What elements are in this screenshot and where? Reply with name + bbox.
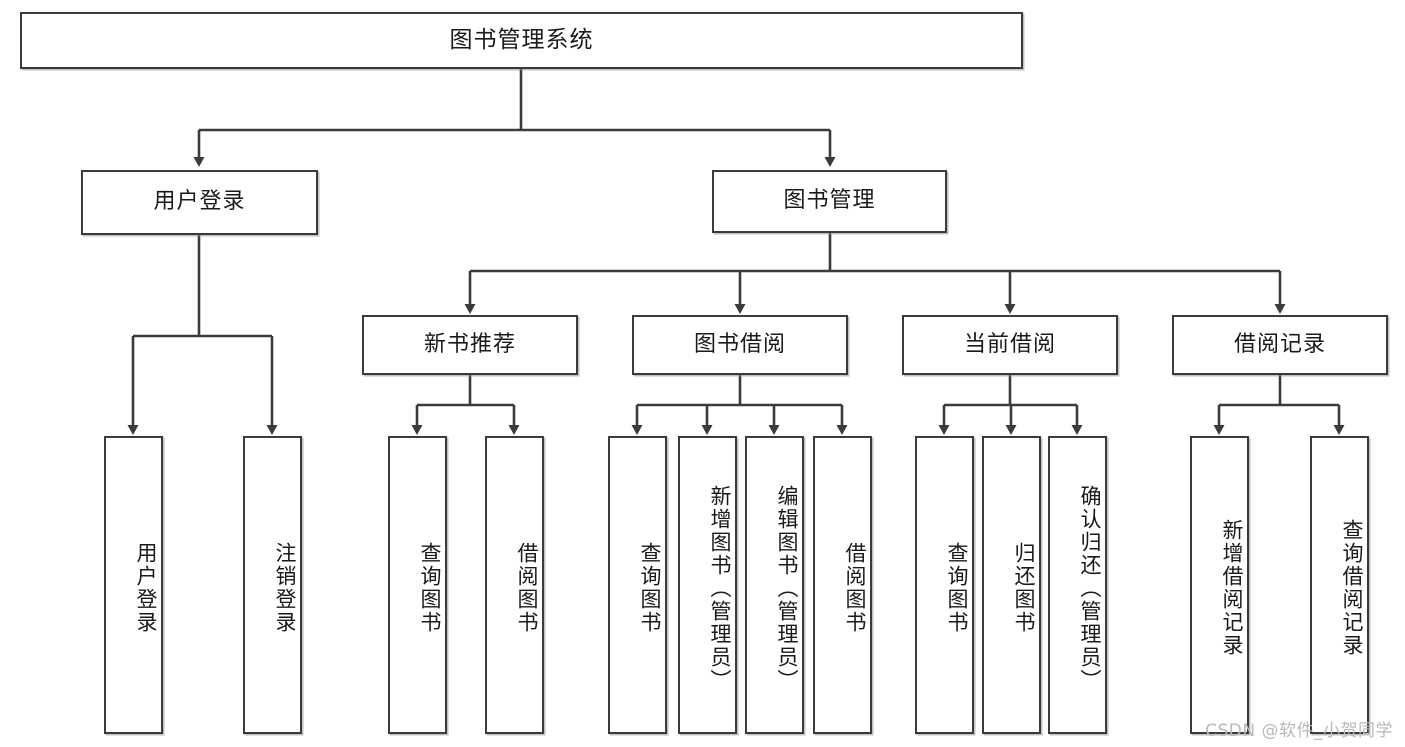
node-label: 编辑图书（管理员）: [775, 484, 799, 692]
node-label: 当前借阅: [963, 331, 1056, 357]
node-book-borrowing[interactable]: 图书借阅: [632, 315, 848, 375]
node-label: 归还图书: [1012, 542, 1036, 634]
node-label: 用户登录: [153, 189, 246, 215]
node-root-book-management-system[interactable]: 图书管理系统: [20, 12, 1023, 69]
node-current-borrowing[interactable]: 当前借阅: [902, 315, 1118, 375]
leaf-query-book-new-book[interactable]: 查询图书: [388, 436, 447, 734]
node-label: 新书推荐: [423, 331, 516, 357]
node-new-book-recommendation[interactable]: 新书推荐: [362, 315, 578, 375]
node-label: 查询图书: [638, 542, 662, 634]
node-label: 查询图书: [945, 542, 969, 634]
leaf-query-book-borrow[interactable]: 查询图书: [608, 436, 667, 734]
leaf-confirm-return-admin[interactable]: 确认归还（管理员）: [1048, 436, 1107, 734]
node-label: 借阅图书: [515, 542, 539, 634]
watermark-text: CSDN @软件_小贺同学: [1205, 721, 1393, 741]
leaf-query-book-current[interactable]: 查询图书: [915, 436, 974, 734]
node-book-management[interactable]: 图书管理: [712, 170, 947, 233]
node-user-login[interactable]: 用户登录: [81, 170, 318, 235]
node-label: 查询借阅记录: [1340, 519, 1364, 657]
node-label: 查询图书: [418, 542, 442, 634]
node-label: 借阅记录: [1233, 331, 1326, 357]
leaf-borrow-book[interactable]: 借阅图书: [813, 436, 872, 734]
node-label: 图书管理: [783, 188, 876, 214]
node-label: 图书管理系统: [449, 26, 594, 53]
leaf-edit-book-admin[interactable]: 编辑图书（管理员）: [745, 436, 804, 734]
node-borrowing-record[interactable]: 借阅记录: [1172, 315, 1388, 375]
leaf-borrow-book-new-book[interactable]: 借阅图书: [485, 436, 544, 734]
leaf-query-borrow-record[interactable]: 查询借阅记录: [1310, 436, 1369, 734]
node-label: 注销登录: [273, 542, 297, 634]
leaf-logout[interactable]: 注销登录: [243, 436, 302, 734]
node-label: 新增借阅记录: [1220, 519, 1244, 657]
leaf-user-login[interactable]: 用户登录: [104, 436, 163, 734]
node-label: 图书借阅: [693, 331, 786, 357]
node-label: 新增图书（管理员）: [708, 484, 732, 692]
leaf-add-borrow-record[interactable]: 新增借阅记录: [1190, 436, 1249, 734]
node-label: 用户登录: [134, 542, 158, 634]
node-label: 确认归还（管理员）: [1078, 484, 1102, 692]
leaf-return-book[interactable]: 归还图书: [982, 436, 1041, 734]
node-label: 借阅图书: [843, 542, 867, 634]
leaf-add-book-admin[interactable]: 新增图书（管理员）: [678, 436, 737, 734]
